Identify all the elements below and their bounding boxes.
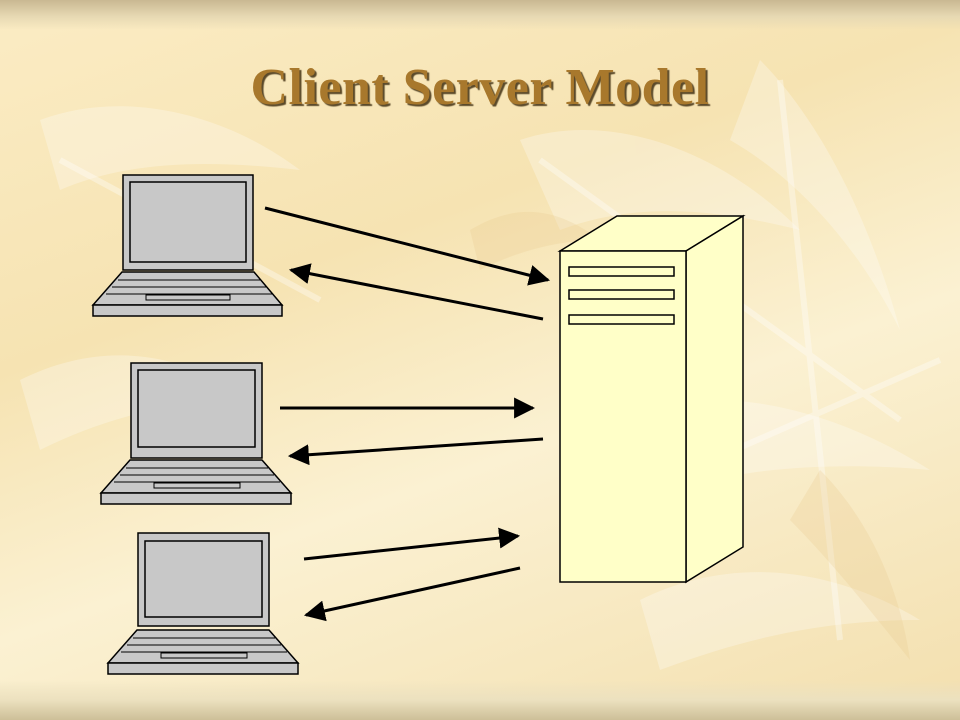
server — [557, 214, 746, 584]
bottom-band — [0, 680, 960, 720]
response-arrow-1 — [288, 263, 544, 321]
laptop-icon — [91, 174, 284, 317]
request-arrow-3 — [303, 527, 521, 561]
laptop-icon — [99, 362, 293, 505]
client-laptop-1 — [91, 174, 284, 317]
slide-title: Client Server Model — [250, 59, 710, 116]
laptop-icon — [106, 532, 300, 675]
client-laptop-3 — [106, 532, 300, 675]
server-tower-icon — [557, 214, 746, 584]
response-arrow-3 — [303, 566, 521, 622]
client-laptop-2 — [99, 362, 293, 505]
top-band — [0, 0, 960, 30]
request-arrow-1 — [264, 206, 551, 286]
response-arrow-2 — [287, 437, 544, 466]
